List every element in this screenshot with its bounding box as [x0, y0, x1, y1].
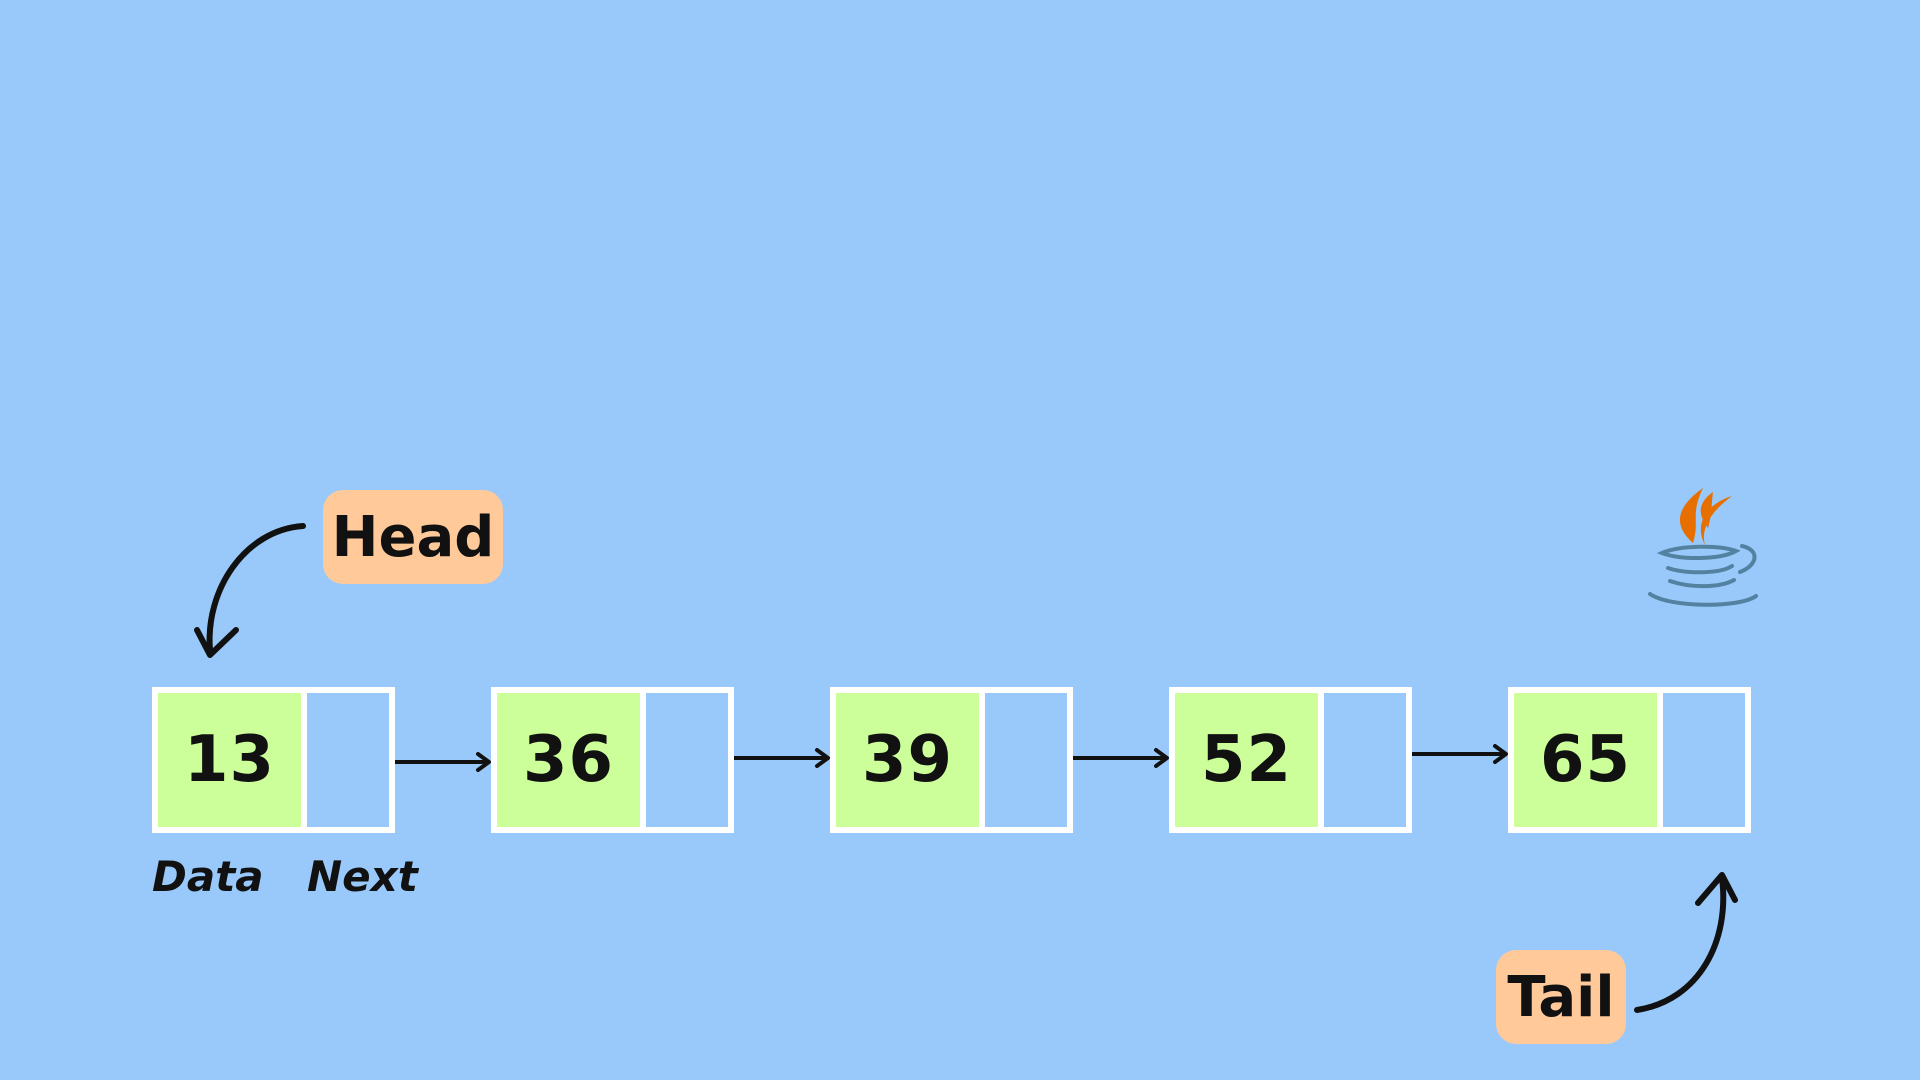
list-node: 36: [491, 687, 734, 833]
head-pointer-arrow: [194, 523, 306, 658]
tail-pointer-arrow: [1634, 872, 1738, 1013]
list-node: 13: [152, 687, 395, 833]
node-next-cell: [1657, 687, 1751, 833]
node-data-cell: 39: [830, 687, 985, 833]
data-field-label: Data: [152, 852, 264, 901]
connector-arrow: [1073, 748, 1169, 768]
list-node: 52: [1169, 687, 1412, 833]
list-node: 65: [1508, 687, 1751, 833]
node-next-cell: [979, 687, 1073, 833]
connector-arrow: [1412, 744, 1508, 764]
node-data-cell: 65: [1508, 687, 1663, 833]
node-data-cell: 36: [491, 687, 646, 833]
head-tag: Head: [323, 490, 503, 584]
node-data-cell: 13: [152, 687, 307, 833]
connector-arrow: [395, 752, 491, 772]
node-data-cell: 52: [1169, 687, 1324, 833]
node-next-cell: [301, 687, 395, 833]
list-node: 39: [830, 687, 1073, 833]
java-logo-icon: [1648, 488, 1758, 607]
connector-arrow: [734, 748, 830, 768]
next-field-label: Next: [307, 852, 418, 901]
node-next-cell: [1318, 687, 1412, 833]
node-next-cell: [640, 687, 734, 833]
tail-tag: Tail: [1496, 950, 1626, 1044]
